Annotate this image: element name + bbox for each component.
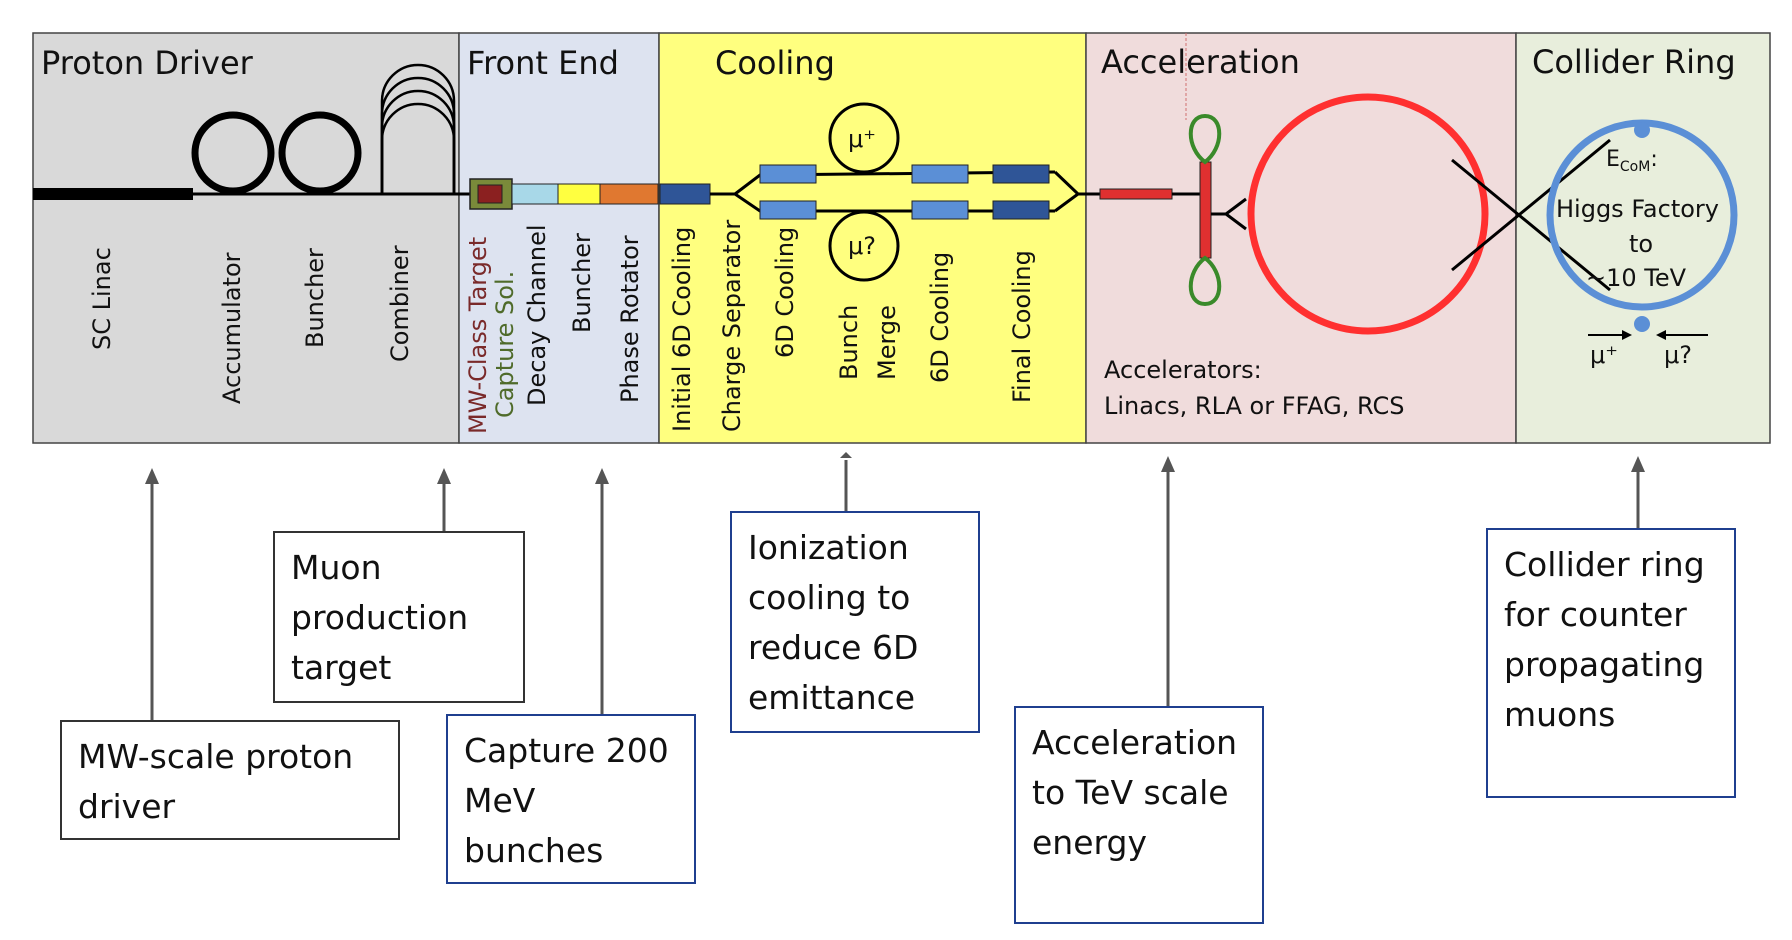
collider-top-detector [1634, 122, 1650, 138]
10-tev-label: ~10 TeV [1586, 264, 1687, 292]
lower-final-cooling [992, 200, 1050, 220]
transfer-line-1 [1451, 158, 1611, 292]
ecom-label: ECoM: [1606, 147, 1658, 175]
callout-arrows [145, 452, 1645, 720]
transfer-line-2 [1451, 138, 1611, 272]
bunch-label: Bunch [835, 305, 863, 380]
6d-cooling-label-2: 6D Cooling [926, 252, 954, 383]
target-callout: Muon production target [273, 531, 525, 703]
accelerators-label: Accelerators: [1104, 356, 1262, 384]
sc-linac-label: SC Linac [88, 247, 116, 350]
upper-6d-cooling-2 [911, 164, 969, 184]
capture-sol-label: Capture Sol. [491, 271, 519, 418]
target-core [477, 184, 503, 204]
cooling-panel [658, 32, 1087, 444]
linac-element [1099, 188, 1173, 200]
combiner-label: Combiner [386, 245, 414, 362]
charge-separator-label: Charge Separator [718, 220, 746, 432]
accumulator-label: Accumulator [218, 252, 246, 404]
mu-minus-cooling-label: μ? [848, 232, 876, 260]
collider-callout-arrowhead [1631, 456, 1645, 472]
phase-rotator-element [599, 183, 659, 205]
to-label: to [1629, 230, 1653, 258]
accel-callout-arrowhead [1161, 456, 1175, 472]
combiner-rings [380, 63, 456, 194]
collider-mu-minus-label: μ? [1664, 341, 1692, 369]
front-end-title: Front End [467, 44, 619, 82]
capture-element [511, 183, 559, 205]
bunch-merge [1053, 170, 1086, 213]
proton-driver-title: Proton Driver [41, 44, 254, 82]
rla-bottom-loop [1188, 255, 1222, 307]
rla-linac-element [1199, 161, 1212, 259]
target-callout-arrowhead [437, 468, 451, 484]
lower-6d-cooling-1 [759, 200, 817, 220]
collider-ring-callout: Collider ring for counter propagating mu… [1486, 528, 1736, 798]
proton-driver-panel [32, 32, 460, 444]
cooling-title: Cooling [715, 44, 835, 82]
proton-callout-arrowhead [145, 468, 159, 484]
upper-final-cooling [992, 164, 1050, 184]
mw-class-target-label: MW-Class Target [464, 237, 492, 434]
phase-rotator-label: Phase Rotator [616, 235, 644, 403]
acceleration-title: Acceleration [1101, 43, 1300, 81]
acceleration-panel [1085, 32, 1517, 444]
mu-plus-arrowhead [1622, 330, 1632, 340]
merge-label: Merge [873, 305, 901, 380]
proton-driver-callout: MW-scale proton driver [60, 720, 400, 840]
mu-minus-cooling-circle [828, 210, 900, 282]
front-end-panel [458, 32, 660, 444]
rla-top-loop [1188, 113, 1222, 165]
collider-ring-title: Collider Ring [1532, 43, 1736, 81]
mu-minus-arrowhead [1656, 330, 1666, 340]
collider-bottom-detector [1634, 316, 1650, 332]
buncher-ring [278, 111, 362, 195]
mu-plus-cooling-circle [828, 102, 900, 174]
accumulator-ring [191, 111, 275, 195]
capture-callout-arrowhead [595, 468, 609, 484]
higgs-factory-label: Higgs Factory [1556, 195, 1719, 223]
buncher-element [557, 183, 601, 205]
acceleration-ring [1247, 93, 1489, 335]
cooling-callout: Ionization cooling to reduce 6D emittanc… [730, 511, 980, 733]
cooling-callout-arrowhead [840, 452, 852, 458]
mu-plus-cooling-label: μ⁺ [848, 125, 876, 153]
initial-cooling-element [659, 183, 711, 205]
acceleration-callout: Acceleration to TeV scale energy [1014, 706, 1264, 924]
6d-cooling-label-1: 6D Cooling [771, 227, 799, 358]
final-cooling-label: Final Cooling [1008, 250, 1036, 403]
initial-6d-cooling-label: Initial 6D Cooling [668, 227, 696, 432]
capture-callout: Capture 200 MeV bunches [446, 714, 696, 884]
collider-mu-plus-label: μ⁺ [1590, 341, 1618, 369]
accelerator-types-label: Linacs, RLA or FFAG, RCS [1104, 392, 1404, 420]
rla-to-ring-connector [1211, 197, 1247, 231]
upper-6d-cooling-1 [759, 164, 817, 184]
front-end-buncher-label: Buncher [568, 233, 596, 333]
buncher-label: Buncher [301, 248, 329, 348]
lower-6d-cooling-2 [911, 200, 969, 220]
decay-channel-label: Decay Channel [523, 224, 551, 406]
